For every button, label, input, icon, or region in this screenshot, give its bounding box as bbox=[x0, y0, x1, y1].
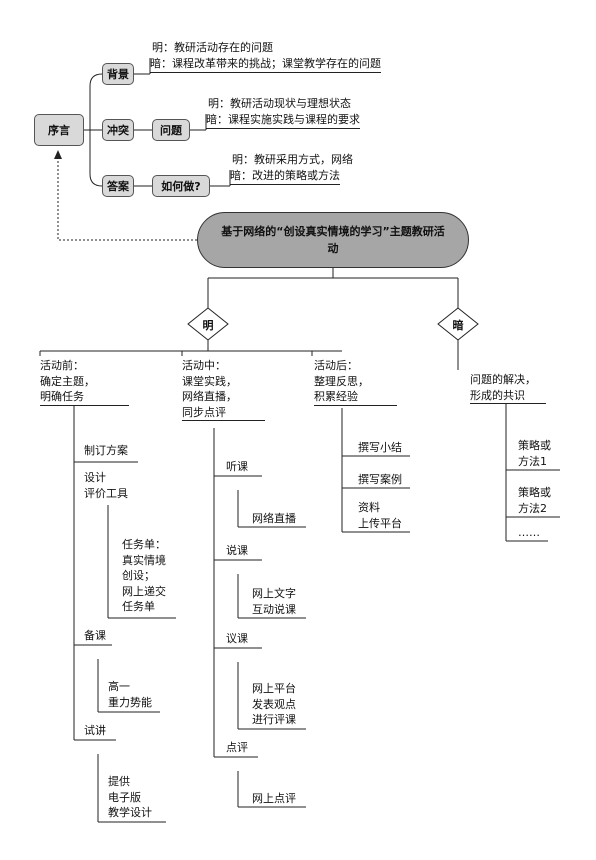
answer-dark-text: 暗：改进的策略或方法 bbox=[230, 168, 340, 185]
ming-label: 明 bbox=[202, 319, 214, 332]
sub-node-label: 问题 bbox=[160, 124, 182, 137]
during-item-explain: 说课 bbox=[226, 544, 248, 557]
before-sub-provide: 提供 电子版 教学设计 bbox=[108, 775, 152, 819]
branch-label: 冲突 bbox=[107, 124, 129, 137]
conflict-dark-text: 暗：课程实施实践与课程的要求 bbox=[206, 112, 360, 129]
during-sub-online-explain: 网上文字 互动说课 bbox=[252, 587, 296, 616]
answer-light-text: 明：教研采用方式，网络 bbox=[232, 153, 353, 166]
before-item-trial: 试讲 bbox=[84, 724, 106, 737]
before-sub-lesson: 高一 重力势能 bbox=[108, 680, 152, 709]
during-sub-online-comment: 网上点评 bbox=[252, 792, 296, 805]
arrow-head bbox=[54, 150, 62, 159]
before-item-design: 设计 评价工具 bbox=[84, 471, 128, 500]
before-sub-tasksheet: 任务单： 真实情境 创设； 网上递交 任务单 bbox=[122, 538, 166, 613]
during-title: 活动中： 课堂实践， 网络直播， 同步点评 bbox=[182, 358, 265, 421]
an-item-ellipsis: …… bbox=[518, 526, 540, 539]
branch-node-answer[interactable]: 答案 bbox=[102, 175, 134, 197]
before-item-plan: 制订方案 bbox=[84, 444, 128, 457]
sub-node-problem[interactable]: 问题 bbox=[152, 119, 190, 141]
before-item-prepare: 备课 bbox=[84, 629, 106, 642]
diamond-ming bbox=[187, 307, 229, 341]
an-item-strategy2: 策略或 方法2 bbox=[518, 486, 551, 515]
branch-node-conflict[interactable]: 冲突 bbox=[102, 119, 134, 141]
dotted-return-arrow bbox=[57, 158, 197, 241]
branch-label: 背景 bbox=[107, 68, 129, 81]
during-sub-online-discuss: 网上平台 发表观点 进行评课 bbox=[252, 682, 296, 726]
during-item-discuss: 议课 bbox=[226, 632, 248, 645]
branch-node-background[interactable]: 背景 bbox=[102, 63, 134, 85]
root-label: 序言 bbox=[48, 124, 70, 137]
an-item-strategy1: 策略或 方法1 bbox=[518, 439, 551, 468]
diamond-an bbox=[437, 307, 479, 341]
branch-label: 答案 bbox=[107, 180, 129, 193]
root-node-preface[interactable]: 序言 bbox=[34, 114, 84, 146]
after-item-summary: 撰写小结 bbox=[358, 441, 402, 454]
main-topic-label: 基于网络的“创设真实情境的学习”主题教研活动 bbox=[221, 225, 445, 255]
during-item-listen: 听课 bbox=[226, 460, 248, 473]
main-topic-node[interactable]: 基于网络的“创设真实情境的学习”主题教研活动 bbox=[197, 212, 469, 268]
during-item-comment: 点评 bbox=[226, 741, 248, 754]
after-title: 活动后： 整理反思， 积累经验 bbox=[314, 358, 397, 406]
before-title: 活动前： 确定主题， 明确任务 bbox=[40, 358, 129, 406]
background-dark-text: 暗：课程改革带来的挑战；课堂教学存在的问题 bbox=[150, 56, 381, 73]
after-item-upload: 资料 上传平台 bbox=[358, 501, 402, 530]
background-light-text: 明：教研活动存在的问题 bbox=[152, 41, 273, 54]
during-sub-live: 网络直播 bbox=[252, 512, 296, 525]
after-item-case: 撰写案例 bbox=[358, 473, 402, 486]
sub-node-how[interactable]: 如何做? bbox=[152, 175, 210, 197]
an-title: 问题的解决， 形成的共识 bbox=[470, 372, 546, 404]
connector-preface-background bbox=[84, 73, 103, 131]
conflict-light-text: 明：教研活动现状与理想状态 bbox=[208, 97, 351, 110]
connector-preface-answer bbox=[89, 130, 103, 187]
an-label: 暗 bbox=[452, 319, 464, 332]
sub-node-label: 如何做? bbox=[161, 180, 201, 193]
